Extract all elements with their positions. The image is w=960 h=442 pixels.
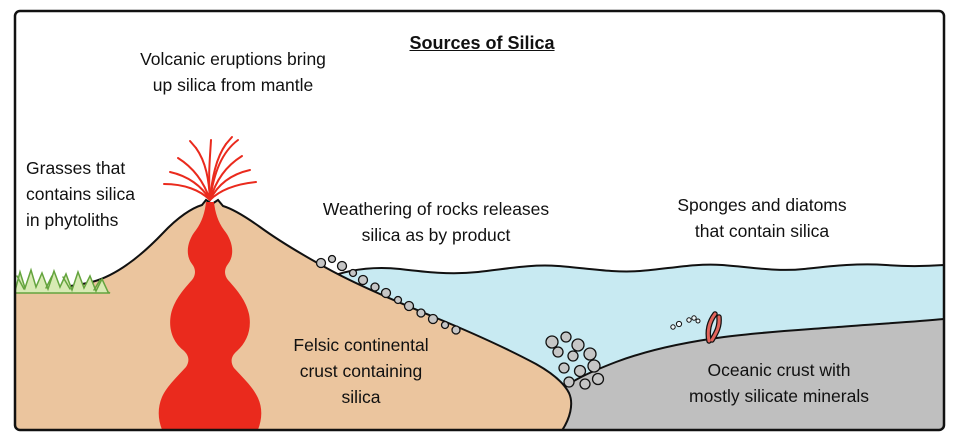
- grass-blades-icon: [16, 275, 101, 291]
- label-volcanic-eruptions: Volcanic eruptions bring up silica from …: [140, 49, 326, 95]
- label-sponges-diatoms: Sponges and diatoms that contain silica: [677, 195, 847, 241]
- label-felsic-crust: Felsic continental crust containing sili…: [293, 335, 429, 407]
- diatoms-icon: [670, 315, 701, 330]
- volcano-eruption-lines: [163, 136, 257, 201]
- diagram-title: Sources of Silica: [409, 33, 555, 53]
- label-oceanic-crust: Oceanic crust with mostly silicate miner…: [689, 360, 869, 406]
- grass-tuft-icon: [15, 267, 111, 294]
- label-weathering-rocks: Weathering of rocks releases silica as b…: [322, 199, 550, 245]
- sponge-icon: [705, 311, 722, 344]
- label-grasses-phytoliths: Grasses that contains silica in phytolit…: [26, 158, 135, 230]
- magma-conduit: [158, 202, 262, 430]
- continental-crust-shape: [15, 198, 573, 430]
- weathering-rocks: [315, 254, 605, 390]
- diagram-border: [13, 9, 946, 432]
